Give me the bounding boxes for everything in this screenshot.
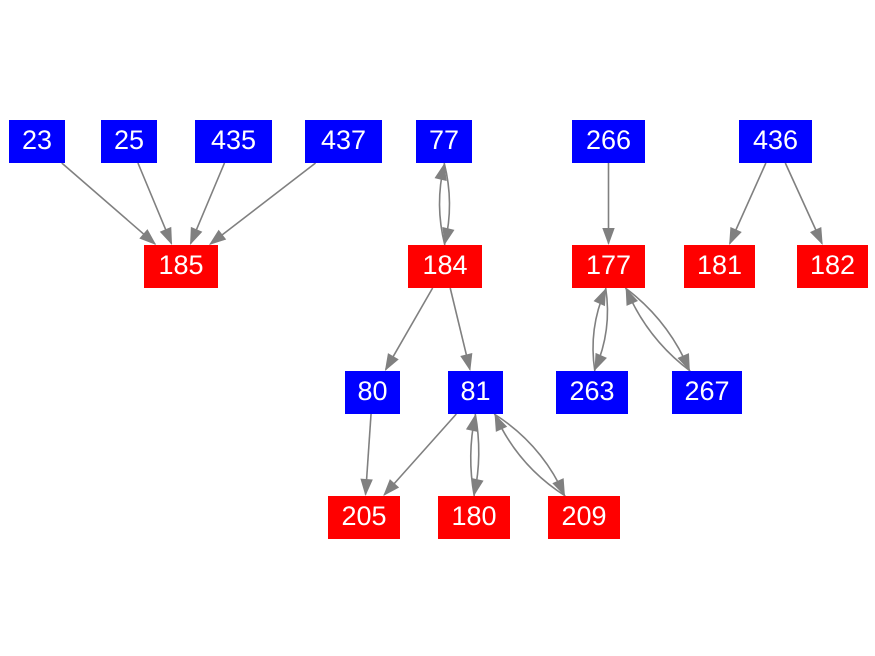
graph-edge-437-to-185 bbox=[209, 162, 317, 245]
graph-edge-arrowhead-184-to-81 bbox=[460, 353, 473, 371]
graph-node-437[interactable]: 437 bbox=[305, 120, 382, 163]
graph-node-label: 181 bbox=[696, 250, 743, 280]
graph-node-266[interactable]: 266 bbox=[572, 120, 645, 163]
graph-edge-184-to-81 bbox=[449, 287, 471, 370]
graph-node-label: 77 bbox=[428, 125, 460, 155]
graph-node-label: 177 bbox=[585, 250, 632, 280]
graph-edge-arrowhead-267-to-177 bbox=[625, 287, 638, 306]
graph-edge-81-to-180 bbox=[473, 413, 480, 495]
graph-edge-435-to-185 bbox=[189, 162, 226, 244]
graph-edge-arrowhead-436-to-181 bbox=[729, 226, 742, 245]
graph-node-label: 180 bbox=[451, 501, 497, 531]
graph-node-177[interactable]: 177 bbox=[572, 245, 645, 288]
graph-node-label: 435 bbox=[210, 125, 257, 155]
graph-node-label: 80 bbox=[357, 376, 388, 406]
graph-node-436[interactable]: 436 bbox=[739, 120, 812, 163]
graph-node-label: 182 bbox=[809, 250, 856, 280]
graph-node-label: 23 bbox=[21, 125, 53, 155]
graph-node-label: 267 bbox=[684, 376, 730, 406]
graph-node-label: 25 bbox=[113, 125, 145, 155]
graph-edge-81-to-209 bbox=[493, 413, 566, 496]
graph-node-81[interactable]: 81 bbox=[448, 371, 503, 414]
graph-node-label: 209 bbox=[561, 501, 607, 531]
graph-edge-77-to-184 bbox=[443, 162, 451, 244]
graph-node-185[interactable]: 185 bbox=[144, 245, 218, 288]
graph-edge-arrowhead-77-to-184 bbox=[442, 226, 455, 245]
graph-node-181[interactable]: 181 bbox=[684, 245, 755, 288]
graph-node-label: 81 bbox=[460, 376, 491, 406]
graph-node-23[interactable]: 23 bbox=[9, 120, 65, 163]
graph-edge-arrowhead-81-to-209 bbox=[552, 478, 565, 497]
graph-node-25[interactable]: 25 bbox=[101, 120, 157, 163]
graph-edge-arrowhead-80-to-205 bbox=[360, 478, 373, 496]
graph-node-label: 437 bbox=[320, 125, 367, 155]
graph-node-77[interactable]: 77 bbox=[416, 120, 472, 163]
graph-edge-arrowhead-184-to-77 bbox=[434, 163, 447, 182]
graph-edge-267-to-177 bbox=[625, 288, 691, 372]
graph-edge-arrowhead-180-to-81 bbox=[465, 414, 479, 432]
graph-node-184[interactable]: 184 bbox=[408, 245, 482, 288]
graph-edge-arrowhead-25-to-185 bbox=[159, 226, 173, 245]
graph-edge-arrowhead-184-to-80 bbox=[384, 353, 399, 371]
graph-node-label: 436 bbox=[752, 125, 799, 155]
graph-edge-arrowhead-266-to-177 bbox=[602, 228, 615, 245]
graph-edge-arrowhead-263-to-177 bbox=[593, 288, 607, 307]
graph-edge-23-to-185 bbox=[61, 162, 156, 245]
graph-edge-arrowhead-177-to-263 bbox=[594, 352, 607, 371]
graph-edge-209-to-81 bbox=[494, 414, 566, 497]
graph-edge-arrowhead-209-to-81 bbox=[494, 413, 508, 432]
graph-edge-184-to-80 bbox=[384, 287, 434, 371]
graph-node-435[interactable]: 435 bbox=[195, 120, 272, 163]
graph-edge-436-to-182 bbox=[784, 162, 823, 244]
graph-edge-436-to-181 bbox=[729, 162, 767, 244]
graph-edge-184-to-77 bbox=[438, 164, 446, 246]
graph-edge-177-to-263 bbox=[594, 287, 609, 370]
graph-edge-arrowhead-23-to-185 bbox=[139, 229, 157, 245]
graph-node-label: 266 bbox=[585, 125, 632, 155]
graph-node-80[interactable]: 80 bbox=[345, 371, 400, 414]
graph-node-267[interactable]: 267 bbox=[672, 371, 742, 414]
graph-node-263[interactable]: 263 bbox=[556, 371, 628, 414]
graph-node-205[interactable]: 205 bbox=[328, 496, 400, 539]
graph-edge-arrowhead-437-to-185 bbox=[208, 229, 227, 245]
graph-node-label: 263 bbox=[569, 376, 615, 406]
graph-node-label: 185 bbox=[158, 250, 204, 280]
graph-node-182[interactable]: 182 bbox=[797, 245, 868, 288]
graph-edge-arrowhead-436-to-182 bbox=[809, 226, 823, 245]
graph-edge-80-to-205 bbox=[364, 413, 372, 495]
graph-node-180[interactable]: 180 bbox=[438, 496, 510, 539]
graph-edge-81-to-205 bbox=[383, 413, 457, 496]
graph-edge-180-to-81 bbox=[469, 415, 477, 497]
graph-edge-263-to-177 bbox=[592, 289, 607, 372]
graph-edge-177-to-267 bbox=[624, 287, 691, 371]
graph-edge-arrowhead-81-to-205 bbox=[383, 479, 400, 496]
graph-edge-arrowhead-81-to-180 bbox=[471, 478, 484, 496]
graph-node-209[interactable]: 209 bbox=[548, 496, 620, 539]
graph-edge-25-to-185 bbox=[137, 162, 173, 244]
graph-node-label: 205 bbox=[341, 501, 387, 531]
graph-node-label: 184 bbox=[422, 250, 468, 280]
graph-edge-arrowhead-435-to-185 bbox=[190, 226, 203, 245]
graph-edge-arrowhead-177-to-267 bbox=[677, 353, 690, 372]
